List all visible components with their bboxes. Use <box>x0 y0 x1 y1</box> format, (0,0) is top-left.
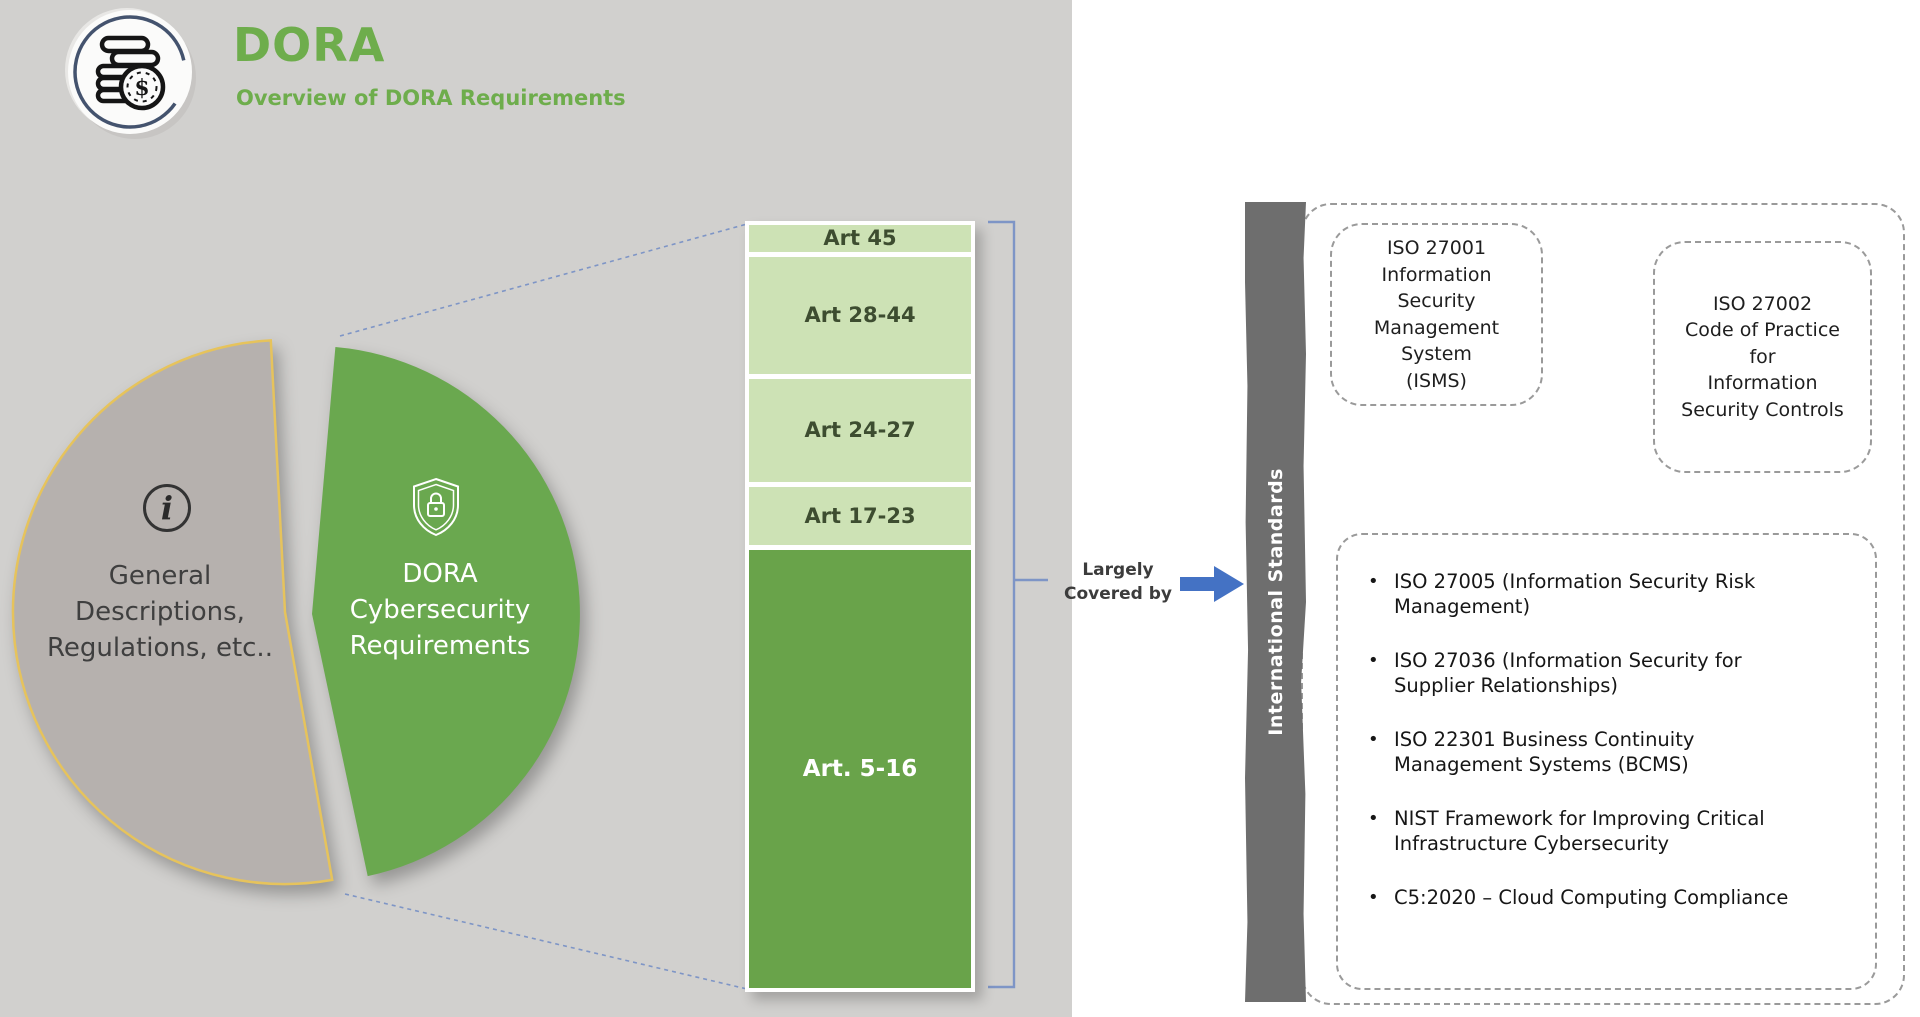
list-item: • ISO 22301 Business Continuity Manageme… <box>1368 727 1817 777</box>
bar-segment-label: Art 45 <box>823 226 897 250</box>
bar-segment-label: Art 24-27 <box>804 418 916 442</box>
bar-segment-label: Art. 5-16 <box>802 756 918 782</box>
page-subtitle: Overview of DORA Requirements <box>236 86 626 110</box>
bullet-icon: • <box>1368 887 1379 908</box>
iso-27002-text: ISO 27002 Code of Practice for Informati… <box>1681 292 1844 421</box>
list-item: • ISO 27036 (Information Security for Su… <box>1368 648 1817 698</box>
logo-circle: $ <box>68 10 192 134</box>
list-item-text: ISO 22301 Business Continuity Management… <box>1394 728 1695 776</box>
pie-label-general: General Descriptions, Regulations, etc.. <box>47 561 273 663</box>
bar-segment-art-24-27: Art 24-27 <box>749 379 971 482</box>
bar-segment-art-17-23: Art 17-23 <box>749 487 971 545</box>
bar-segment-art-28-44: Art 28-44 <box>749 257 971 374</box>
international-standards-rail: International Standards <box>1245 202 1306 1002</box>
bar-segment-art-5-16: Art. 5-16 <box>749 550 971 988</box>
list-item: • ISO 27005 (Information Security Risk M… <box>1368 569 1817 619</box>
list-item: • NIST Framework for Improving Critical … <box>1368 806 1817 856</box>
list-item-text: ISO 27036 (Information Security for Supp… <box>1394 649 1742 697</box>
articles-stacked-bar: Art 45 Art 28-44 Art 24-27 Art 17-23 Art… <box>745 221 975 992</box>
bar-segment-label: Art 17-23 <box>804 503 916 528</box>
iso-27001-box: ISO 27001 Information Security Managemen… <box>1330 223 1543 406</box>
list-item: • C5:2020 – Cloud Computing Compliance <box>1368 885 1817 910</box>
coins-dollar-icon: $ <box>73 15 187 129</box>
bullet-icon: • <box>1368 808 1379 829</box>
standards-list-box: • ISO 27005 (Information Security Risk M… <box>1336 533 1877 990</box>
bullet-icon: • <box>1368 571 1379 592</box>
iso-27001-text: ISO 27001 Information Security Managemen… <box>1373 237 1500 392</box>
list-item-text: C5:2020 – Cloud Computing Compliance <box>1394 886 1789 909</box>
pie-label-cybersecurity: DORA Cybersecurity Requirements <box>349 559 531 661</box>
logo: $ <box>68 10 192 134</box>
bullet-icon: • <box>1368 650 1379 671</box>
bullet-icon: • <box>1368 729 1379 750</box>
bar-segment-label: Art 28-44 <box>804 303 916 327</box>
shield-lock-icon <box>413 477 459 537</box>
iso-27002-box: ISO 27002 Code of Practice for Informati… <box>1653 241 1872 473</box>
list-item-text: ISO 27005 (Information Security Risk Man… <box>1394 570 1756 618</box>
info-icon: i <box>143 484 191 532</box>
bar-segment-art-45: Art 45 <box>749 225 971 252</box>
list-item-text: NIST Framework for Improving Critical In… <box>1394 807 1765 855</box>
right-arrow-icon <box>1180 566 1244 602</box>
largely-covered-by-label: Largely Covered by <box>1063 560 1173 604</box>
page-title: DORA <box>233 18 386 72</box>
svg-text:$: $ <box>134 75 149 101</box>
rail-label: International Standards <box>1264 468 1287 736</box>
